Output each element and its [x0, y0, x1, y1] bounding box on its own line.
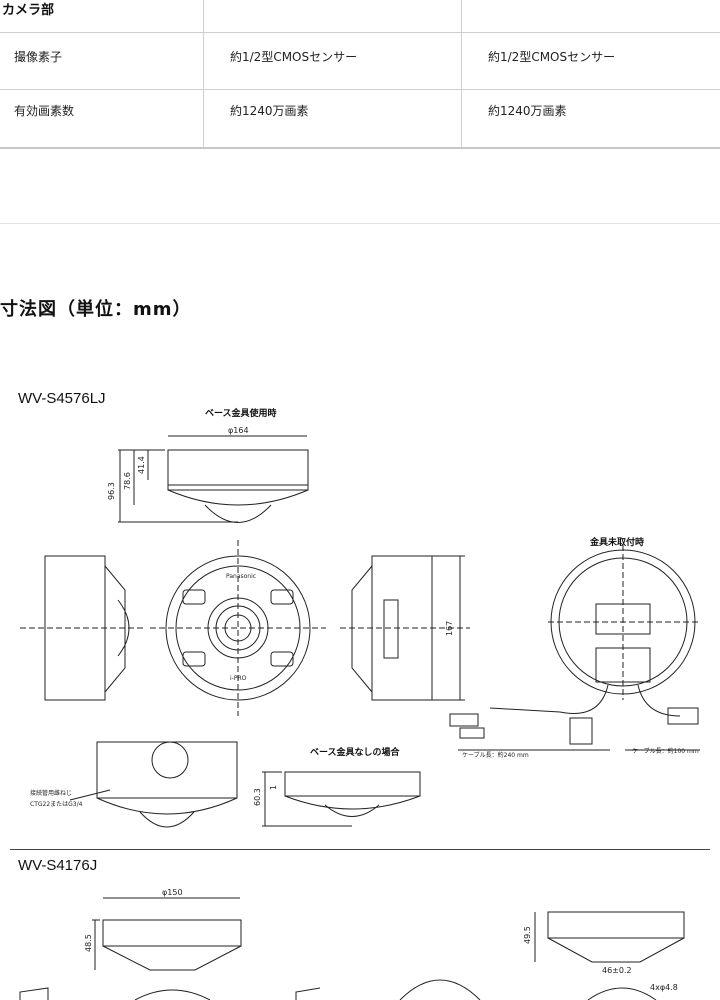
section-divider [0, 223, 720, 224]
brand-logo: Panasonic [226, 573, 256, 580]
model-name: WV-S4176J [18, 857, 98, 874]
dimensions-title: 寸法図（単位：mm） [0, 299, 192, 320]
section-label: カメラ部 [2, 3, 55, 18]
without-base-label: ベース金具なしの場合 [310, 746, 401, 758]
spec-row: 撮像素子 約1/2型CMOSセンサー 約1/2型CMOSセンサー [0, 32, 720, 90]
model-name: WV-S4576LJ [18, 390, 106, 407]
conduit-spec: CTG22またはG3/4 [30, 801, 83, 808]
dim-height: 48.5 [84, 934, 93, 952]
conduit-label: 接続管用雌ねじ [30, 789, 72, 797]
dim-height: 60.3 [253, 788, 262, 806]
spec-row: 有効画素数 約1240万画素 約1240万画素 [0, 89, 720, 149]
dim-height: 49.5 [523, 926, 532, 944]
without-bracket-label: 金具未取付時 [589, 536, 644, 548]
model2-side-view [102, 919, 242, 947]
spec-label: 撮像素子 [14, 50, 63, 64]
spec-value: 約1240万画素 [488, 104, 567, 118]
dim-diameter: φ164 [228, 426, 249, 435]
dim-height: 78.6 [123, 472, 132, 490]
camera-conduit-view [96, 741, 238, 799]
ipro-logo: i-PRO [230, 675, 247, 682]
dim-height: 1 [269, 785, 278, 790]
dim-height: 41.4 [137, 456, 146, 474]
model-separator [10, 849, 710, 850]
dim-holes: 4xφ4.8 [650, 983, 678, 992]
cable-length-b: ケーブル長：約100 mm [632, 747, 699, 755]
dim-diameter: φ150 [162, 888, 183, 897]
camera-side-body [167, 449, 309, 491]
dimension-drawing: ベース金具使用時 φ164 96.3 78.6 41.4 Panasonic i… [19, 407, 700, 1000]
spec-label: 有効画素数 [14, 104, 75, 118]
dim-width: 46±0.2 [602, 966, 632, 975]
spec-value: 約1/2型CMOSセンサー [488, 50, 616, 64]
spec-value: 約1/2型CMOSセンサー [230, 50, 358, 64]
cable-length-a: ケーブル長：約240 mm [462, 751, 529, 759]
spec-value: 約1240万画素 [230, 104, 309, 118]
camera-front-view [165, 555, 311, 701]
with-base-label: ベース金具使用時 [205, 407, 277, 419]
section-label-cell: カメラ部 [0, 0, 203, 32]
camera-nobase-view [284, 771, 421, 797]
dim-height: 96.3 [107, 482, 116, 500]
model2-side-view-b [547, 911, 685, 939]
spec-header-row: カメラ部 [0, 0, 720, 33]
